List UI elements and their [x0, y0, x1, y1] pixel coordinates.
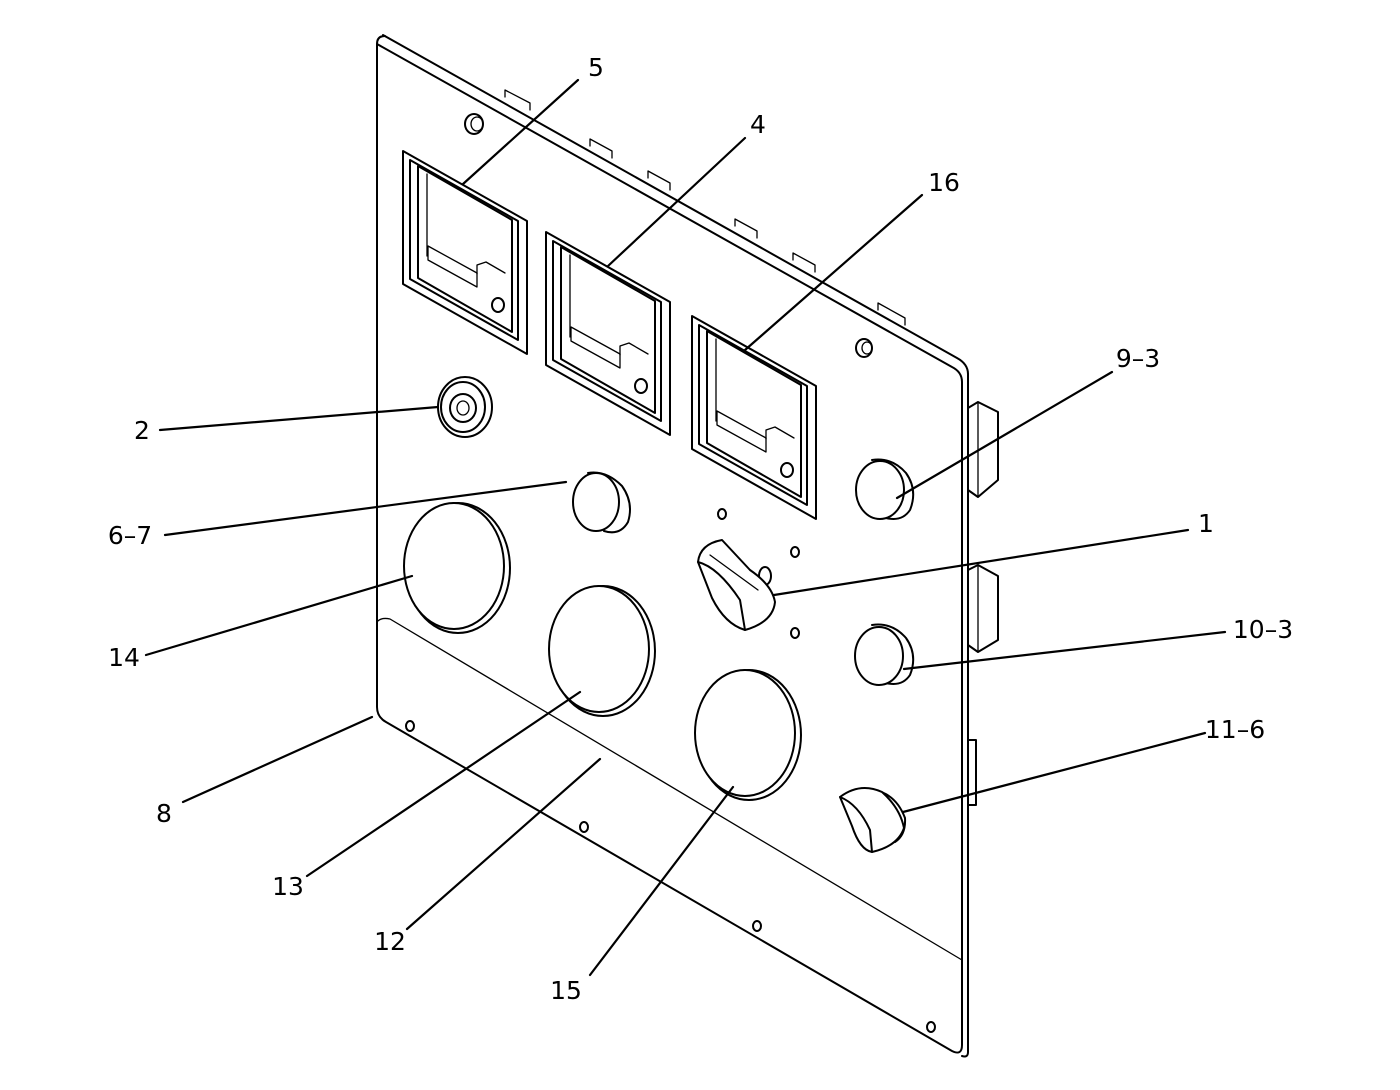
indicator-light-6-7: [572, 471, 631, 534]
leader-14: [144, 574, 414, 657]
leader-5: [461, 78, 580, 186]
callout-10-3: 10–3: [1233, 615, 1293, 644]
leader-12: [405, 757, 602, 931]
callout-13: 13: [272, 872, 304, 901]
callout-2: 2: [134, 416, 150, 445]
leader-6-7: [163, 480, 568, 537]
indicator-light-10-3: [854, 623, 915, 686]
callout-12: 12: [374, 927, 406, 956]
callout-1: 1: [1198, 509, 1214, 538]
leader-9-3: [895, 370, 1114, 500]
callout-14: 14: [108, 643, 140, 672]
callout-9-3: 9–3: [1116, 344, 1160, 373]
leader-16: [743, 193, 924, 352]
leader-13: [305, 690, 582, 878]
meter-5: [402, 150, 528, 355]
gauge-13: [548, 585, 656, 717]
callout-labels: 5 4 16 2 6–7 9–3 1 10–3 11–6 14 8 13 12 …: [108, 53, 1293, 1005]
leader-10-3: [902, 630, 1227, 671]
callout-11-6: 11–6: [1205, 715, 1265, 744]
meter-16: [691, 315, 817, 520]
callout-16: 16: [928, 168, 960, 197]
leader-lines: [144, 78, 1227, 977]
callout-5: 5: [588, 53, 604, 82]
indicator-light-9-3: [855, 458, 915, 520]
callout-6-7: 6–7: [108, 521, 152, 550]
rear-tabs: [504, 89, 906, 326]
callout-15: 15: [550, 976, 582, 1005]
gauge-14: [403, 502, 511, 634]
meter-4: [545, 231, 671, 436]
switch-knob-11-6: [839, 787, 907, 853]
leader-4: [606, 136, 747, 268]
leader-2: [158, 405, 440, 432]
leader-8: [181, 715, 374, 804]
callout-4: 4: [750, 110, 766, 139]
leader-11-6: [901, 731, 1207, 814]
rear-brackets: [967, 401, 999, 806]
switch-knob-1: [697, 539, 776, 631]
gauge-15: [694, 669, 802, 801]
callout-8: 8: [156, 799, 172, 828]
panel-plate: [376, 34, 969, 1058]
leader-15: [588, 785, 735, 977]
mounting-holes: [405, 113, 936, 1033]
leader-1: [772, 528, 1190, 597]
